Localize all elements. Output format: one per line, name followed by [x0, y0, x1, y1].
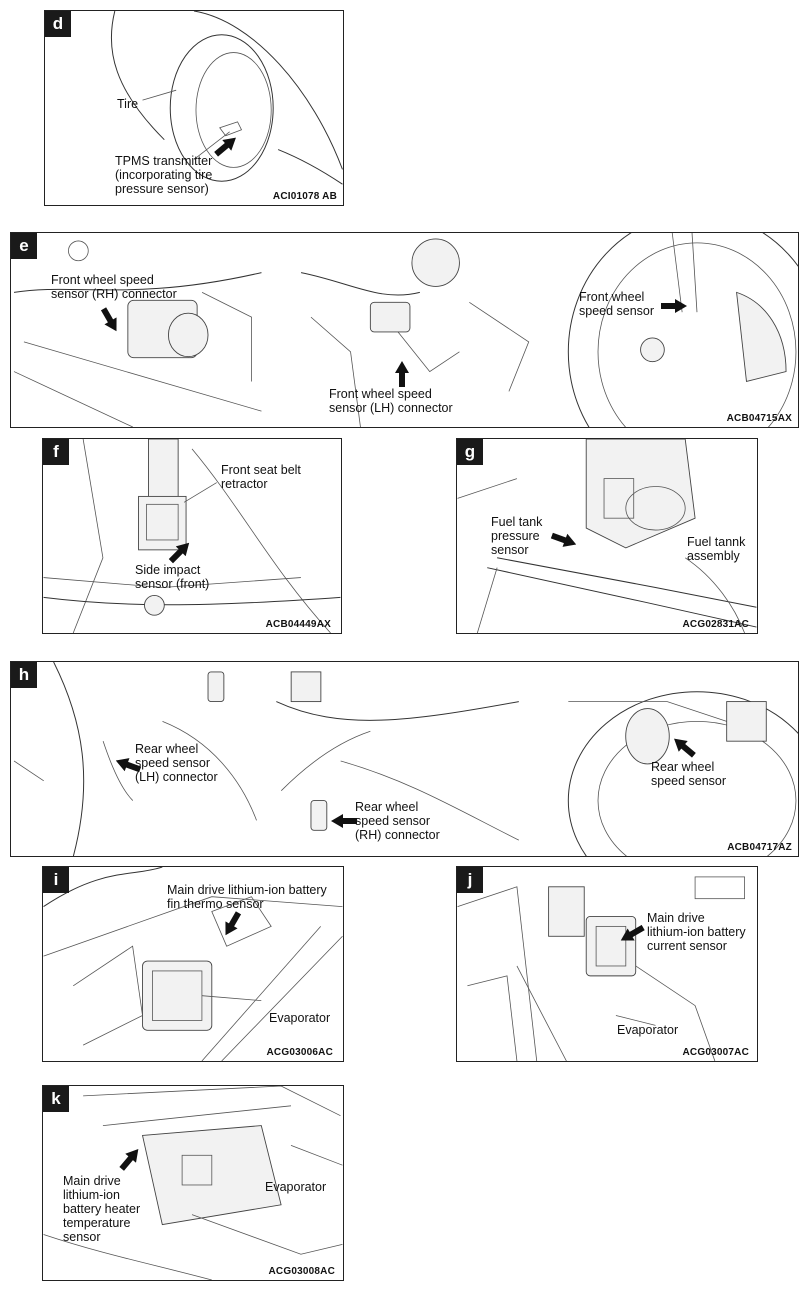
- panel-k-tag: k: [43, 1086, 69, 1112]
- panel-d-tag: d: [45, 11, 71, 37]
- label-front-rh-connector: Front wheel speed sensor (RH) connector: [51, 273, 177, 301]
- code-h: ACB04717AZ: [727, 842, 792, 853]
- label-fin-thermo: Main drive lithium-ion battery fin therm…: [167, 883, 327, 911]
- label-tpms: TPMS transmitter (incorporating tire pre…: [115, 154, 213, 196]
- panel-d-illustration: [110, 11, 343, 185]
- code-j: ACG03007AC: [682, 1047, 749, 1058]
- code-f: ACB04449AX: [265, 619, 331, 630]
- code-g: ACG02831AC: [682, 619, 749, 630]
- label-heater-sensor: Main drive lithium-ion battery heater te…: [63, 1174, 141, 1244]
- panel-i-illustration: [43, 867, 343, 1061]
- panel-i: i Main drive lithium-ion battery fin the…: [42, 866, 344, 1062]
- label-front-sensor: Front wheel speed sensor: [579, 290, 655, 318]
- panel-h: h Rear wheel speed sensor (LH) connector…: [10, 661, 799, 857]
- label-rear-sensor: Rear wheel speed sensor: [651, 760, 727, 788]
- panel-e-illustration: [13, 233, 798, 427]
- panel-f: f Front seat belt retractor Side impact …: [42, 438, 342, 634]
- label-fuel-assembly: Fuel tannk assembly: [687, 535, 746, 563]
- panel-h-illustration: [13, 662, 798, 856]
- label-front-lh-connector: Front wheel speed sensor (LH) connector: [329, 387, 453, 415]
- arrow-lh-connector-icon: [395, 361, 409, 387]
- label-evaporator-j: Evaporator: [617, 1023, 679, 1037]
- code-d: ACI01078 AB: [272, 191, 337, 202]
- panel-j-illustration: [457, 876, 745, 1061]
- panel-g-illustration: [457, 439, 757, 633]
- panel-g-tag: g: [457, 439, 483, 465]
- code-e: ACB04715AX: [726, 413, 792, 424]
- code-k: ACG03008AC: [268, 1266, 335, 1277]
- panel-j: j Main drive lithium-ion battery current…: [456, 866, 758, 1062]
- panel-f-tag: f: [43, 439, 69, 465]
- panel-e-tag: e: [11, 233, 37, 259]
- arrow-rear-rh-icon: [331, 814, 357, 828]
- label-current-sensor: Main drive lithium-ion battery current s…: [647, 911, 746, 953]
- label-tire: Tire: [117, 97, 139, 111]
- panel-j-tag: j: [457, 867, 483, 893]
- label-evaporator-k: Evaporator: [265, 1180, 327, 1194]
- panel-k-illustration: [43, 1086, 343, 1280]
- panel-f-illustration: [43, 439, 341, 633]
- panel-e: e Front wheel speed sensor (RH) connecto…: [10, 232, 799, 428]
- panel-i-tag: i: [43, 867, 69, 893]
- panel-g: g Fuel tank pressure sensor Fuel tannk a…: [456, 438, 758, 634]
- panel-k: k Main drive lithium-ion battery heater …: [42, 1085, 344, 1281]
- panel-h-tag: h: [11, 662, 37, 688]
- label-side-impact: Side impact sensor (front): [135, 563, 210, 591]
- arrow-front-sensor-icon: [661, 299, 687, 313]
- label-seatbelt-retractor: Front seat belt retractor: [221, 463, 301, 491]
- label-evaporator-i: Evaporator: [269, 1011, 331, 1025]
- panel-d: d Tire TPMS transmitter (incorporating t…: [44, 10, 344, 206]
- label-rear-lh-connector: Rear wheel speed sensor (LH) connector: [135, 742, 218, 784]
- code-i: ACG03006AC: [266, 1047, 333, 1058]
- label-rear-rh-connector: Rear wheel speed sensor (RH) connector: [355, 800, 440, 842]
- label-fuel-pressure: Fuel tank pressure sensor: [491, 515, 543, 557]
